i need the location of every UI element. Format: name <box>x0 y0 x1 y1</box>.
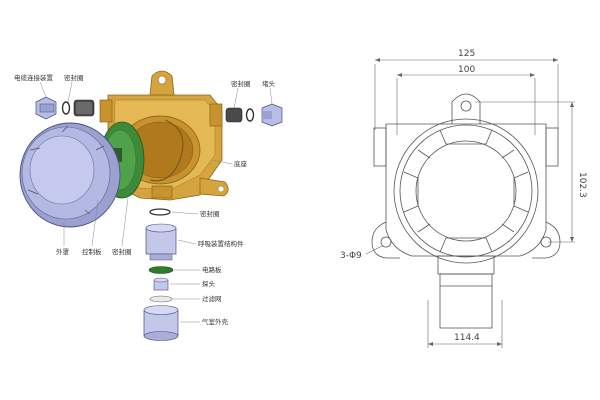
dim-bottom-text: 114.4 <box>454 333 480 343</box>
dimension-holes <box>365 245 383 255</box>
label-gas-chamber: 气室外壳 <box>202 317 229 326</box>
seal-ring-mid-part <box>149 208 171 216</box>
exploded-view: 电缆连接装置 密封圈 密封圈 堵头 底座 密封圈 呼吸装置结构件 电路板 探头 … <box>14 70 283 341</box>
housing-outline <box>371 93 561 329</box>
label-seal-ring-mid: 密封圈 <box>200 209 220 218</box>
cable-gland-part <box>35 96 95 120</box>
plug-part <box>225 103 283 127</box>
outer-cover-part <box>19 122 121 228</box>
dimension-width-inner <box>396 73 536 135</box>
label-plug: 堵头 <box>262 79 276 88</box>
bottom-stack <box>143 208 179 341</box>
dim-height-text: 102.3 <box>577 172 587 198</box>
label-seal-ring-top-right: 密封圈 <box>231 79 251 88</box>
label-seal-ring-top-left: 密封圈 <box>64 73 84 82</box>
label-cable-gland: 电缆连接装置 <box>14 73 54 82</box>
dimension-bottom <box>427 300 503 348</box>
circuit-board-part <box>148 266 174 274</box>
filter-part <box>149 295 173 303</box>
dim-holes-text: 3-Φ9 <box>340 251 362 261</box>
dim-width-inner-text: 100 <box>458 65 475 75</box>
probe-part <box>153 277 169 291</box>
dimension-width-total <box>374 58 559 130</box>
technical-drawing: 125 100 102.3 <box>340 49 587 348</box>
label-control-board: 控制板 <box>82 247 102 256</box>
label-seal-ring-bottom: 密封圈 <box>112 247 132 256</box>
leader-lines <box>39 81 273 323</box>
label-filter: 过滤网 <box>202 294 222 303</box>
gas-chamber-part <box>143 305 179 341</box>
label-circuit-board: 电路板 <box>202 265 222 274</box>
label-breather: 呼吸装置结构件 <box>198 239 244 248</box>
label-outer-cover: 外罩 <box>56 247 70 256</box>
label-base: 底座 <box>234 159 248 168</box>
dimension-height <box>475 101 575 243</box>
breather-part <box>145 223 177 261</box>
dim-width-total-text: 125 <box>458 49 475 59</box>
label-probe: 探头 <box>202 279 216 288</box>
